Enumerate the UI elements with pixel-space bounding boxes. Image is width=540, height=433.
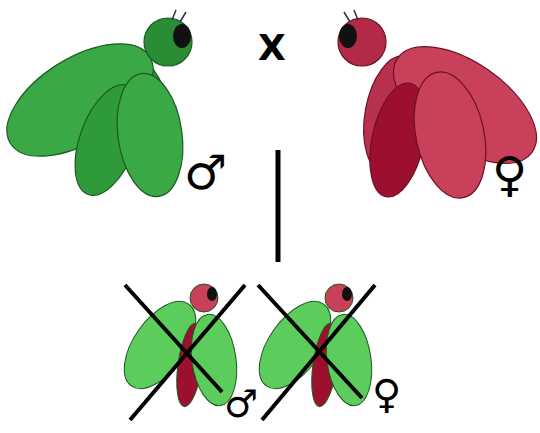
male-symbol: ♂ [224, 385, 258, 423]
red-female-fly [338, 10, 540, 205]
offspring-female-fly [245, 284, 377, 409]
offspring-male-fly [110, 284, 242, 409]
male-symbol: ♂ [184, 148, 227, 196]
green-male-fly [0, 10, 192, 204]
female-symbol: ♀ [372, 374, 401, 414]
descent-line [276, 150, 281, 262]
female-symbol: ♀ [492, 150, 527, 198]
cross-out-mark [258, 285, 375, 420]
cross-sign: X [258, 30, 286, 66]
